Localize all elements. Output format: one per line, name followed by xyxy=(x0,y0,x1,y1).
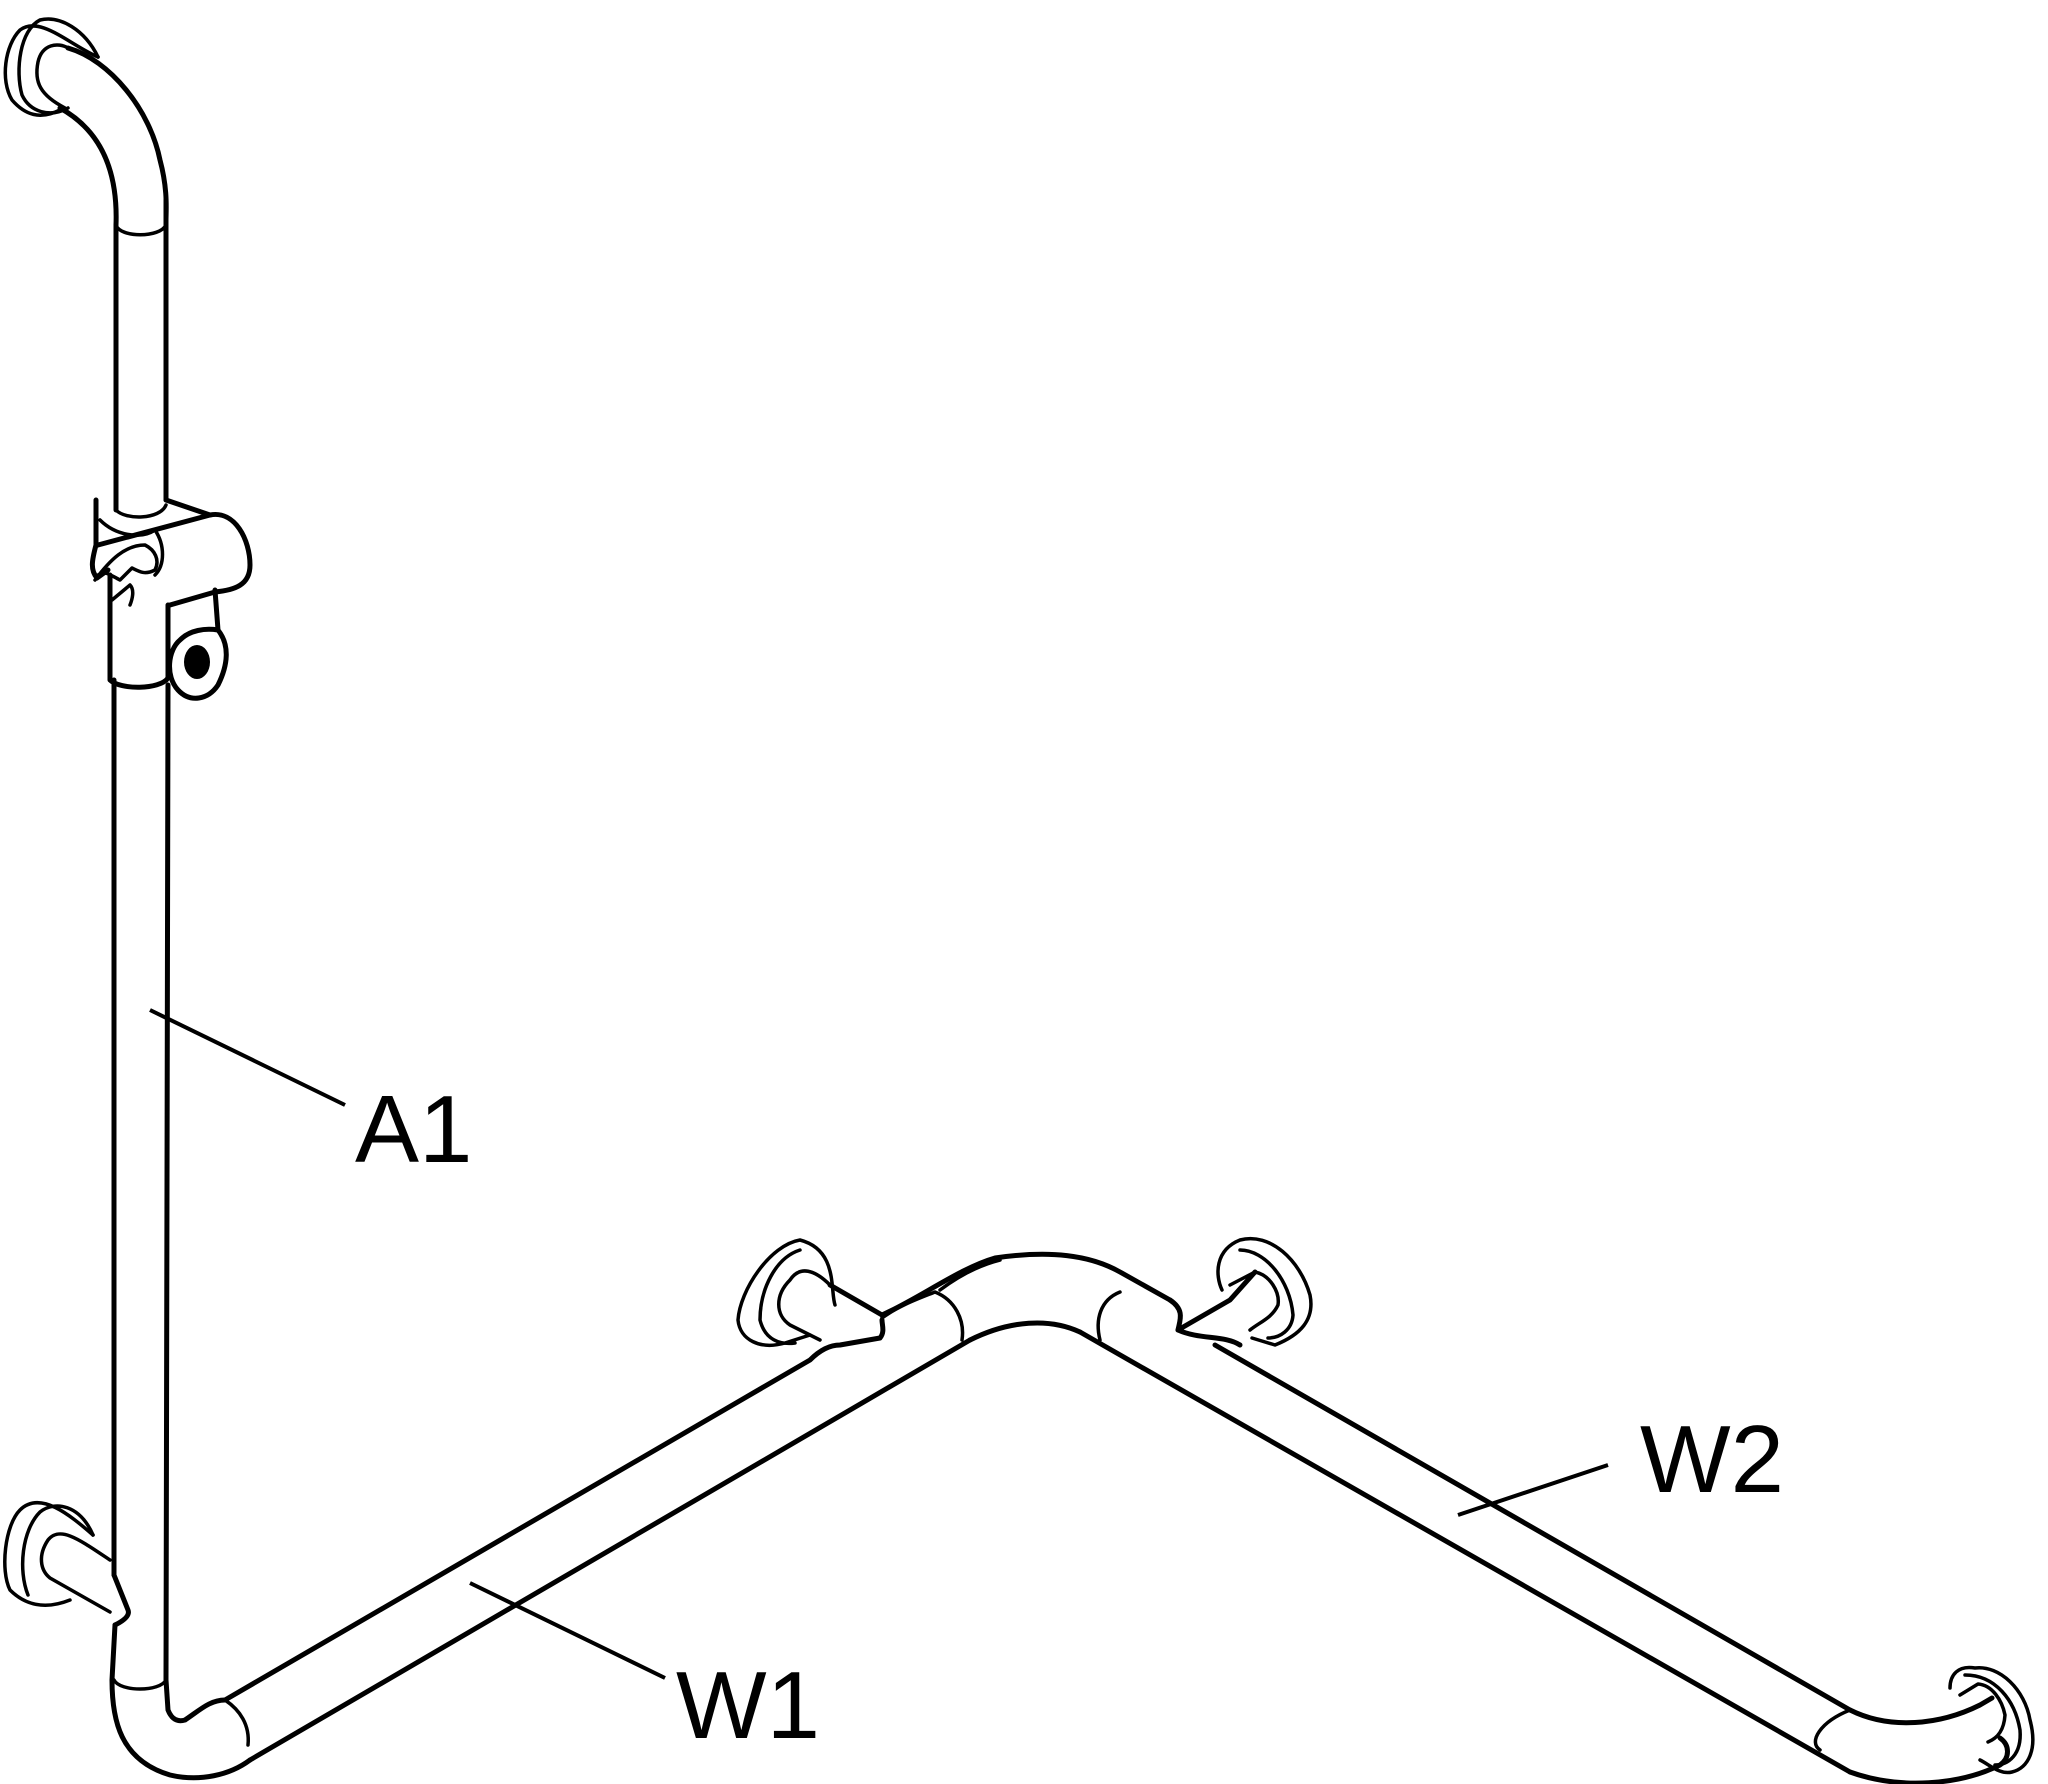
upper-left-wall-flange xyxy=(736,1238,837,1347)
leader-line-w1 xyxy=(469,1581,666,1680)
vertical-rail-a1 xyxy=(3,17,253,1781)
corner-bend xyxy=(879,1251,1173,1343)
leader-line-a1 xyxy=(149,1008,346,1107)
top-wall-flange xyxy=(3,24,100,117)
bottom-right-wall-flange xyxy=(1948,1665,2035,1775)
label-w1: W1 xyxy=(676,1652,820,1759)
inclined-rail-w1 xyxy=(222,1238,973,1763)
holder-knob-icon xyxy=(184,645,210,679)
upper-right-wall-flange xyxy=(1216,1236,1313,1347)
label-a1: A1 xyxy=(355,1076,472,1183)
inclined-rail-w2 xyxy=(1077,1236,2035,1784)
bottom-left-wall-flange xyxy=(3,1501,95,1607)
leader-line-w2 xyxy=(1457,1463,1609,1517)
label-w2: W2 xyxy=(1640,1406,1784,1513)
